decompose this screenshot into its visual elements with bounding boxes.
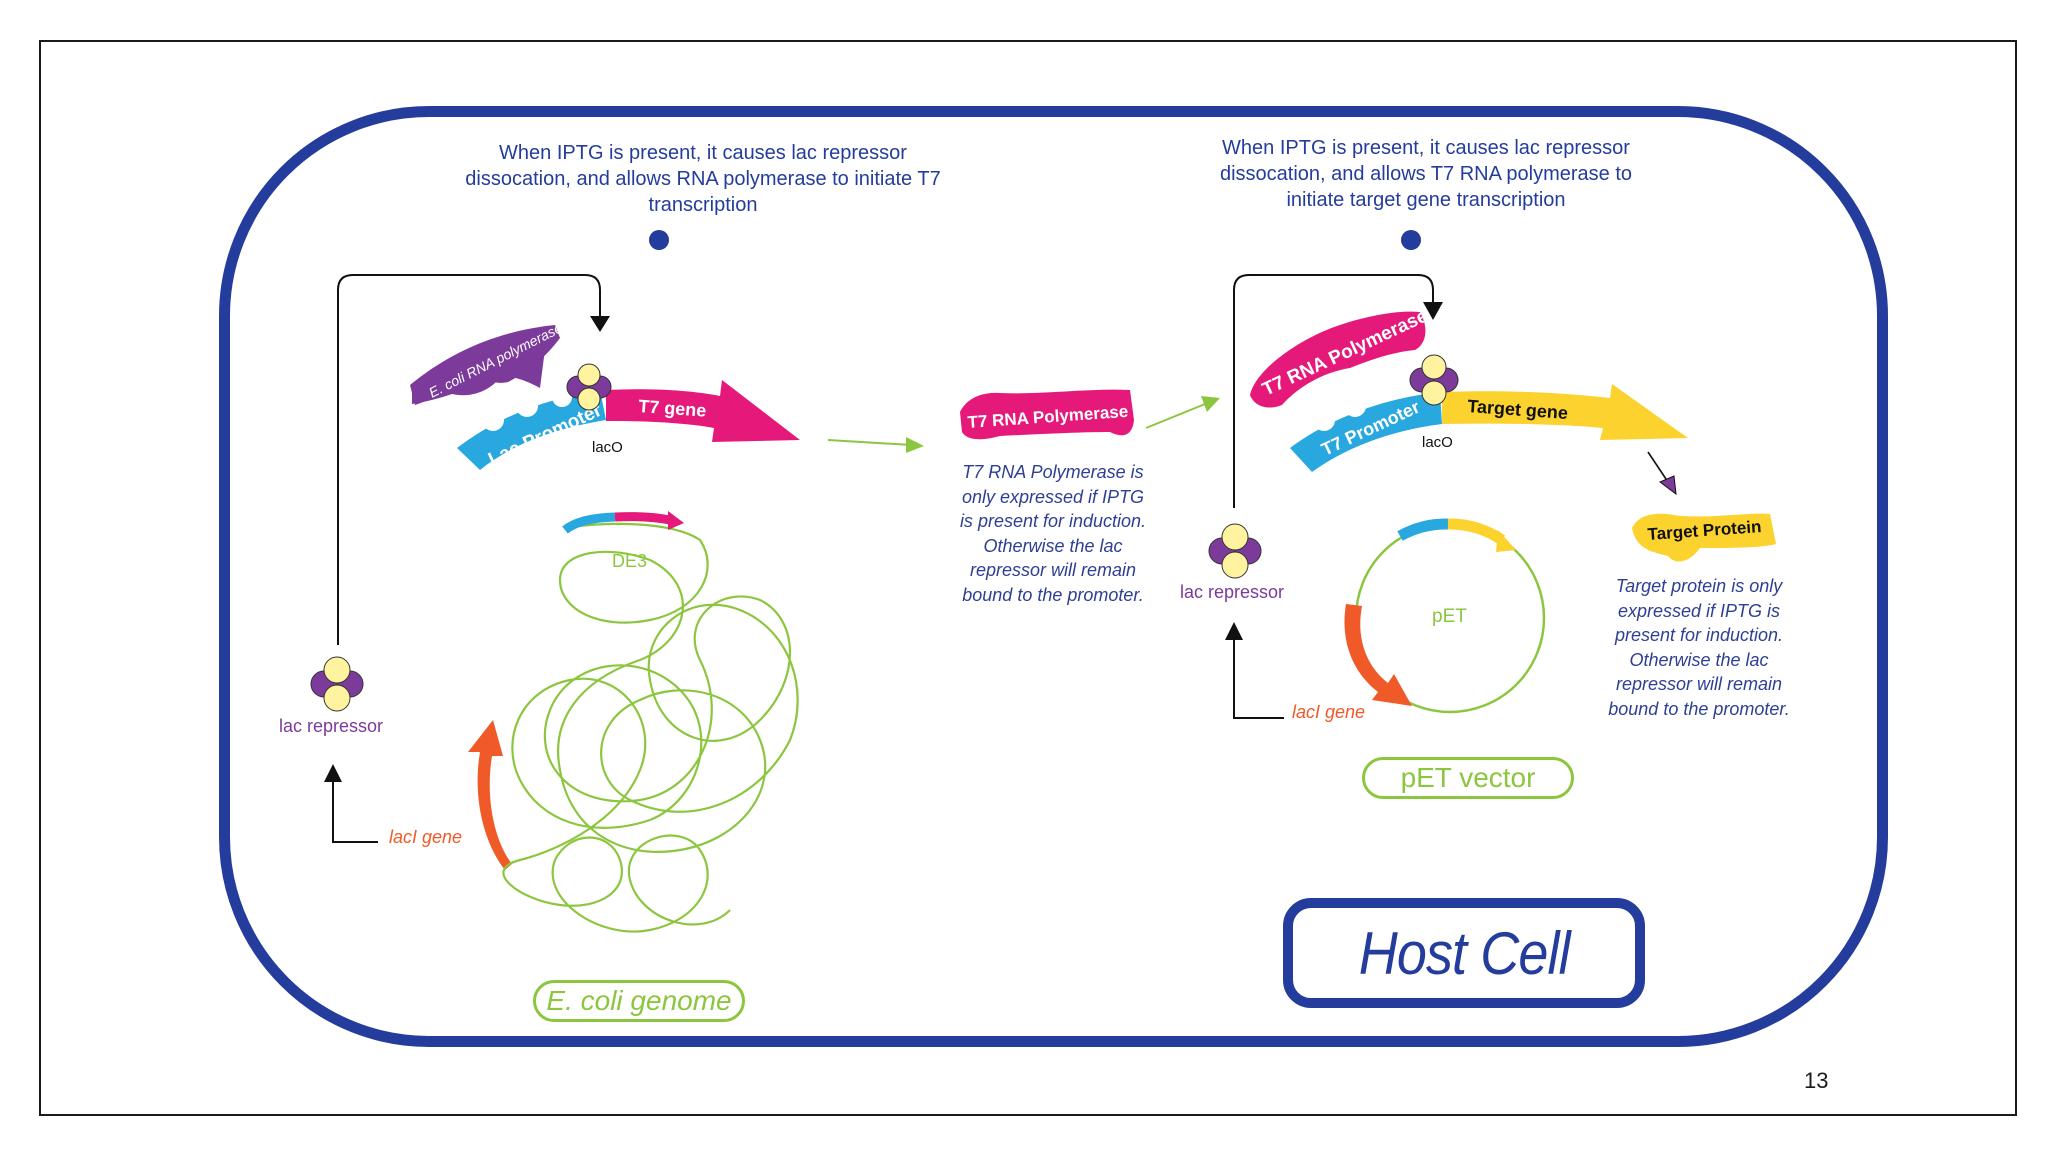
ecoli-genome-label: E. coli genome [533, 980, 745, 1022]
target-protein-note: Target protein is only expressed if IPTG… [1608, 576, 1790, 719]
iptg-note-left: When IPTG is present, it causes lac repr… [465, 142, 941, 216]
t7-polymerase-note: T7 RNA Polymerase is only expressed if I… [959, 462, 1147, 605]
arrowhead-left-operator [590, 316, 610, 332]
laco-label-right: lacO [1422, 434, 1453, 451]
iptg-dot-right [1401, 230, 1421, 250]
t7-polymerase-docked-label: T7 RNA Polymerase [1259, 305, 1431, 400]
laci-gene-arrow-left [468, 720, 512, 870]
ecoli-rna-polymerase: E. coli RNA polymerase [410, 319, 565, 405]
expression-arrow-target [1647, 451, 1669, 483]
t7-promoter: T7 Promoter [1290, 392, 1442, 472]
pet-label: pET [1432, 606, 1467, 627]
flow-arrowhead-left-to-middle [906, 437, 924, 453]
pet-insert-cyan [1397, 518, 1449, 541]
t7-rna-polymerase-middle: T7 RNA Polymerase [960, 389, 1134, 440]
repressor-binding-arrow-left [337, 274, 601, 645]
flow-arrow-left-to-middle [827, 439, 913, 446]
laci-label-right: lacI gene [1292, 702, 1365, 722]
lac-repressor-label-left: lac repressor [279, 716, 383, 736]
host-cell-label-box: Host Cell [1283, 898, 1645, 1008]
arrowhead-left-repressor [324, 764, 342, 782]
de3-label: DE3 [612, 551, 647, 571]
pet-vector-text: pET vector [1400, 762, 1536, 793]
laco-label-left: lacO [592, 439, 623, 456]
target-protein: Target Protein [1632, 513, 1776, 562]
arrowhead-right-operator [1423, 302, 1443, 320]
de3-insert-arrowhead [668, 511, 684, 530]
t7-gene-arrow: T7 gene [606, 380, 800, 442]
t7-gene-label: T7 gene [638, 396, 707, 421]
t7-rna-polymerase-docked: T7 RNA Polymerase [1250, 305, 1431, 408]
page-number: 13 [1804, 1068, 1829, 1093]
iptg-dot-left [649, 230, 669, 250]
de3-insert-magenta [614, 512, 671, 525]
repressor-binding-arrow-right [1233, 274, 1434, 508]
pet-insert-yellow [1447, 518, 1506, 545]
de3-insert-cyan [562, 512, 616, 534]
laci-expression-arrow-right [1233, 636, 1284, 719]
target-gene-arrow: Target gene [1442, 384, 1688, 440]
pet-vector-label: pET vector [1362, 757, 1574, 799]
iptg-note-right: When IPTG is present, it causes lac repr… [1219, 137, 1633, 211]
arrowhead-right-repressor [1225, 622, 1243, 640]
host-cell-label: Host Cell [1358, 919, 1571, 987]
lac-repressor-free-right [1208, 523, 1262, 579]
flow-arrowhead-middle-to-right [1201, 396, 1220, 412]
host-cell-membrane [219, 106, 1888, 1047]
laci-gene-arrow-right [1344, 604, 1412, 706]
slide-frame [39, 40, 2017, 1116]
laci-expression-arrow-left [332, 778, 378, 843]
ecoli-genome-dna [502, 522, 799, 933]
laci-label-left: lacI gene [389, 827, 462, 847]
pet-insert-arrowhead [1496, 530, 1516, 552]
lac-repressor-bound-left [566, 363, 612, 411]
ecoli-genome-text: E. coli genome [546, 985, 732, 1016]
lac-repressor-bound-right [1409, 354, 1459, 406]
flow-arrow-middle-to-right [1145, 401, 1211, 429]
lac-repressor-free-left [310, 656, 364, 712]
lac-repressor-label-right: lac repressor [1180, 582, 1284, 602]
expression-arrowhead-target [1659, 475, 1677, 496]
